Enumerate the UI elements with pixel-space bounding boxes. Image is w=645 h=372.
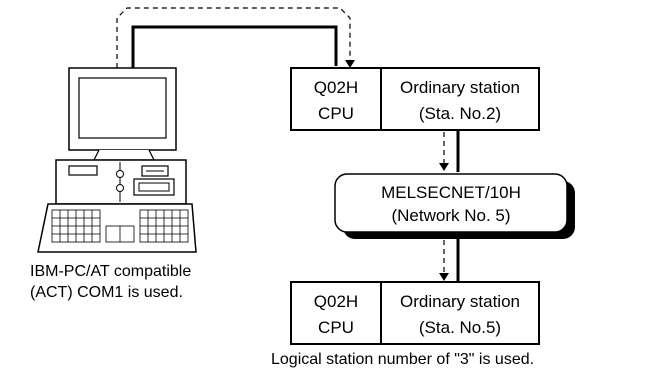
logical-station-note: Logical station number of "3" is used. bbox=[271, 351, 534, 368]
network-name: MELSECNET/10H bbox=[381, 183, 521, 202]
station-top-box bbox=[290, 67, 540, 131]
pc-monitor-stand bbox=[93, 149, 155, 161]
station-bottom-cpu-label: CPU bbox=[318, 318, 354, 337]
station-bottom-number-label: (Sta. No.5) bbox=[419, 318, 501, 337]
network-box: MELSECNET/10H (Network No. 5) bbox=[334, 173, 575, 239]
station-bottom-type-label: Ordinary station bbox=[400, 292, 520, 311]
station-bottom-cpu-model: Q02H bbox=[314, 292, 358, 311]
network-number: (Network No. 5) bbox=[391, 206, 510, 225]
pc-caption-line2: (ACT) COM1 is used. bbox=[30, 284, 183, 301]
station-bottom: Q02H CPU Ordinary station (Sta. No.5) bbox=[290, 281, 540, 345]
station-top-type-label: Ordinary station bbox=[400, 78, 520, 97]
pc-power-button bbox=[116, 170, 124, 178]
serial-cable-line bbox=[131, 25, 338, 68]
station-top: Q02H CPU Ordinary station (Sta. No.2) bbox=[290, 67, 540, 131]
pc-reset-button bbox=[116, 184, 124, 192]
pc-caption-line1: IBM-PC/AT compatible bbox=[30, 263, 191, 280]
pc-keyboard bbox=[37, 203, 197, 253]
route-arrowhead-network bbox=[439, 163, 449, 171]
pc-screen bbox=[78, 77, 167, 139]
route-arrowhead-bottom-station bbox=[439, 273, 449, 281]
station-top-cpu-label: CPU bbox=[318, 104, 354, 123]
access-route-dashed-line bbox=[116, 7, 351, 68]
station-bottom-box bbox=[290, 281, 540, 345]
pc-drive-slot bbox=[68, 165, 98, 176]
station-top-cpu-model: Q02H bbox=[314, 78, 358, 97]
network-box-body bbox=[334, 173, 568, 233]
station-top-number-label: (Sta. No.2) bbox=[419, 104, 501, 123]
access-route-arrowhead bbox=[345, 60, 355, 68]
pc-computer-icon bbox=[37, 67, 197, 253]
